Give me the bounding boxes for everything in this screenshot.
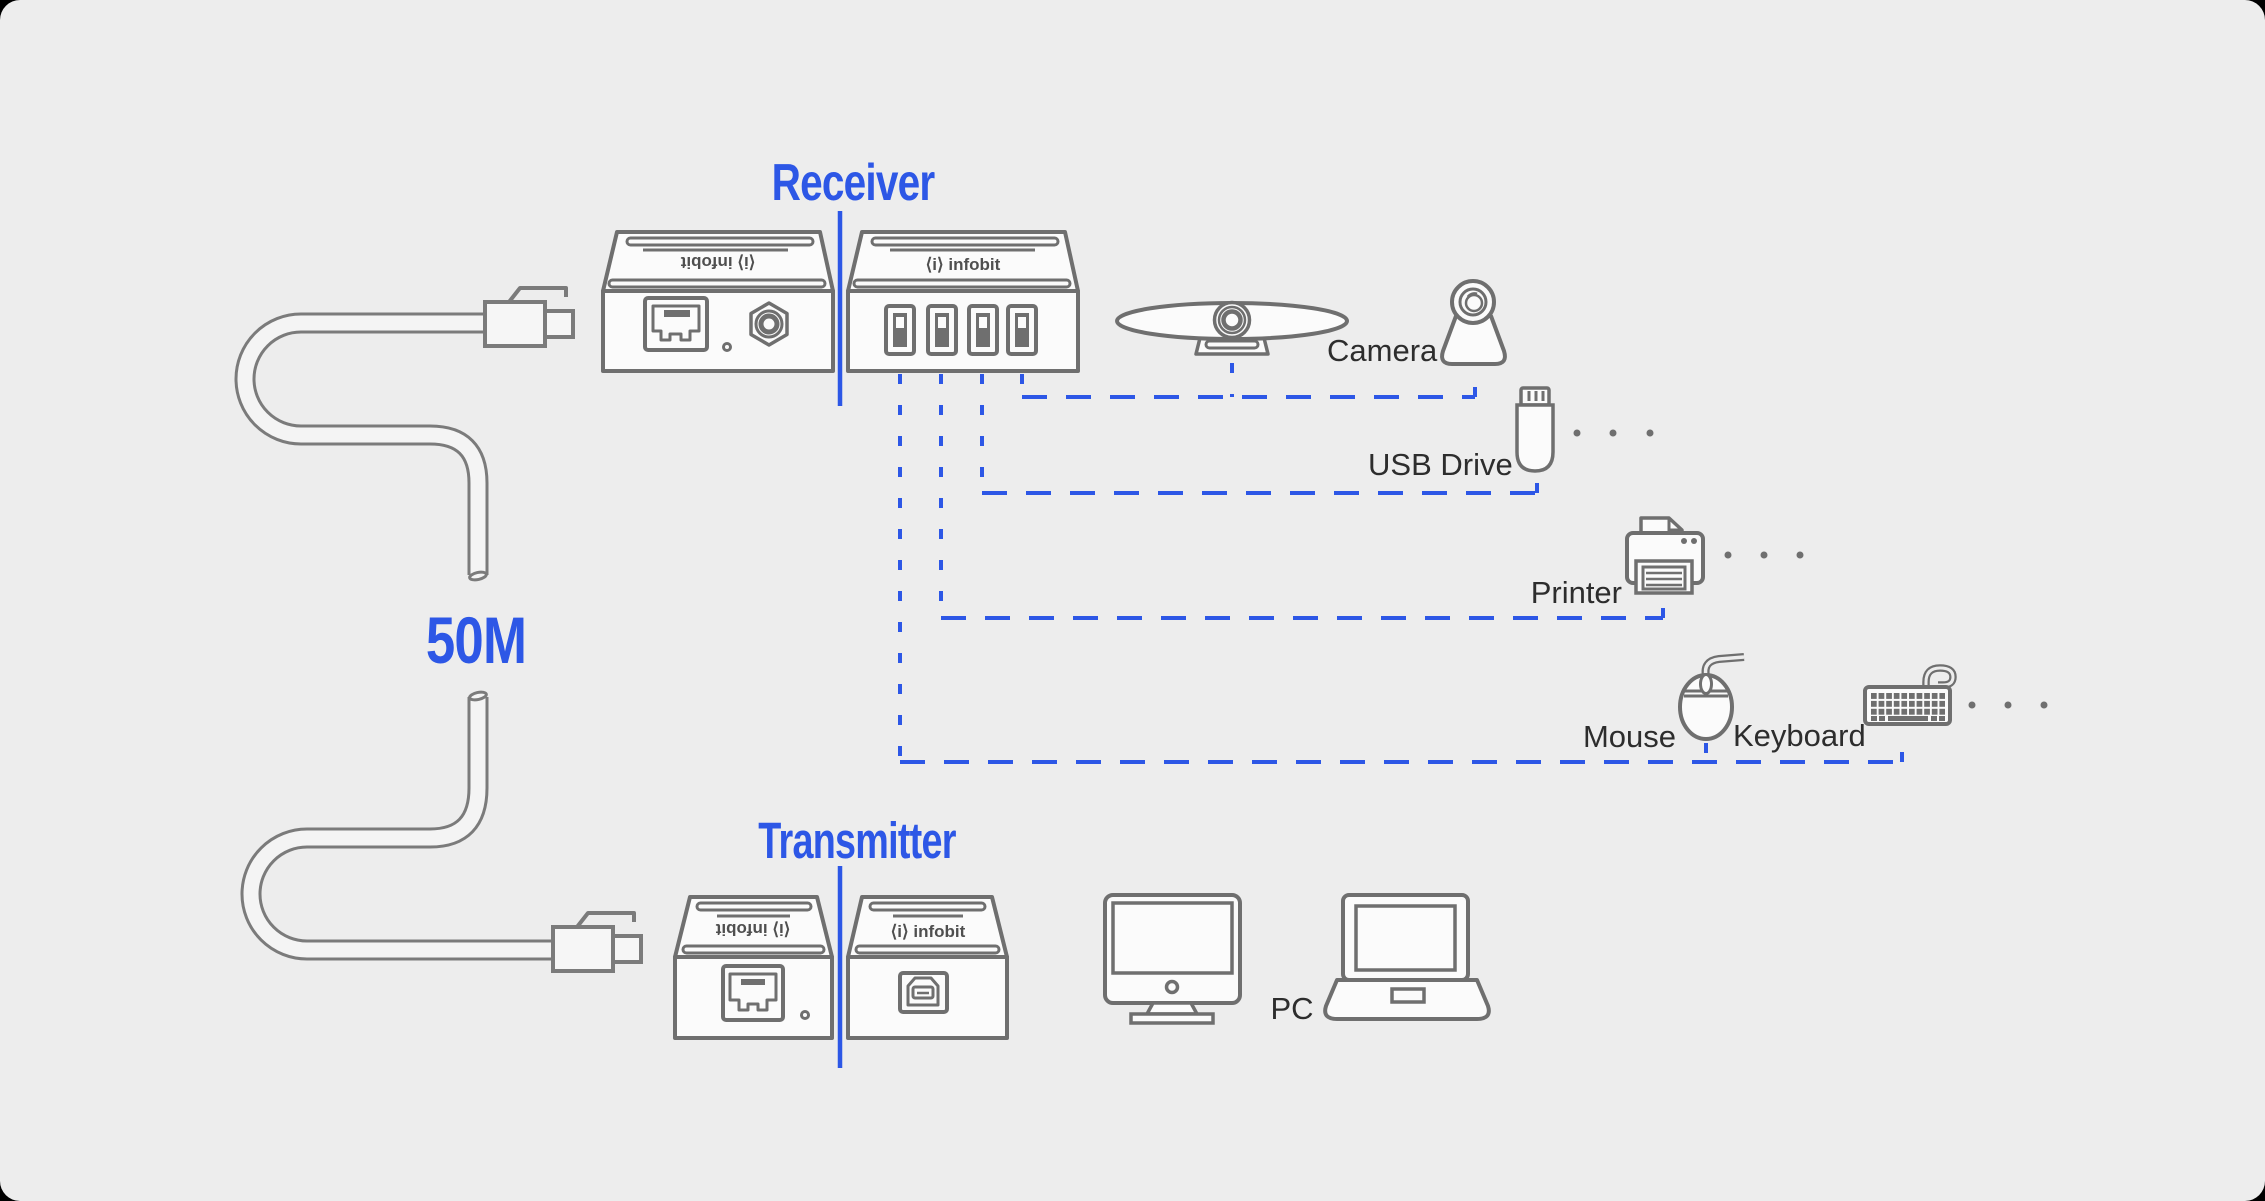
usb-line-mouse-keyboard	[898, 374, 1904, 764]
mouse-label: Mouse	[1583, 719, 1676, 754]
usb-line-camera	[1020, 363, 1477, 399]
power-connector	[749, 301, 789, 347]
usb-a-port-2	[926, 304, 958, 356]
transmitter-label: Transmitter	[758, 811, 956, 869]
usb-drive-icon	[1515, 386, 1555, 473]
usb-drive-ellipsis-dots	[1573, 429, 1654, 437]
pc-label: PC	[1270, 991, 1313, 1026]
receiver-rear-unit: ⟨i⟩ infobit	[601, 230, 835, 373]
usb-a-port-1	[884, 304, 916, 356]
rj45-plug-upper	[483, 286, 575, 348]
camera-label: Camera	[1327, 333, 1438, 368]
laptop-icon	[1323, 893, 1491, 1021]
cable-length-label: 50M	[426, 603, 526, 677]
desktop-pc-icon	[1103, 893, 1242, 1025]
usb-b-port	[898, 971, 949, 1014]
brand-logo-mirrored: ⟨i⟩ infobit	[715, 920, 790, 939]
transmitter-usb-unit: ⟨i⟩ infobit	[846, 895, 1009, 1040]
cable-lower-segment	[240, 690, 551, 961]
brand-logo-mirrored: ⟨i⟩ infobit	[680, 253, 755, 272]
led-indicator	[800, 1010, 810, 1020]
printer-icon	[1625, 516, 1705, 595]
brand-logo: ⟨i⟩ infobit	[891, 922, 966, 941]
cat-cable-50m: 50M	[234, 286, 643, 973]
ptz-camera-icon	[1440, 279, 1507, 366]
rj45-port	[721, 964, 785, 1022]
brand-logo: ⟨i⟩ infobit	[926, 255, 1001, 274]
videobar-camera-icon	[1115, 300, 1349, 356]
usb-drive-label: USB Drive	[1368, 447, 1513, 482]
keyboard-label: Keyboard	[1733, 718, 1866, 753]
usb-line-printer	[939, 374, 1665, 620]
usb-a-port-4	[1006, 304, 1038, 356]
keyboard-icon	[1863, 664, 1957, 726]
keyboard-ellipsis-dots	[1968, 701, 2048, 709]
usb-line-usb-drive	[980, 374, 1539, 495]
receiver-label: Receiver	[772, 153, 936, 211]
led-indicator	[722, 342, 732, 352]
rj45-port	[643, 296, 709, 352]
receiver-usb-unit: ⟨i⟩ infobit	[846, 230, 1080, 373]
transmitter-rear-unit: ⟨i⟩ infobit	[673, 895, 834, 1040]
printer-ellipsis-dots	[1724, 551, 1804, 559]
rj45-plug-lower	[551, 911, 643, 973]
usb-a-port-3	[967, 304, 999, 356]
cable-upper-segment	[234, 312, 489, 582]
printer-label: Printer	[1531, 575, 1622, 610]
mouse-icon	[1678, 653, 1745, 741]
